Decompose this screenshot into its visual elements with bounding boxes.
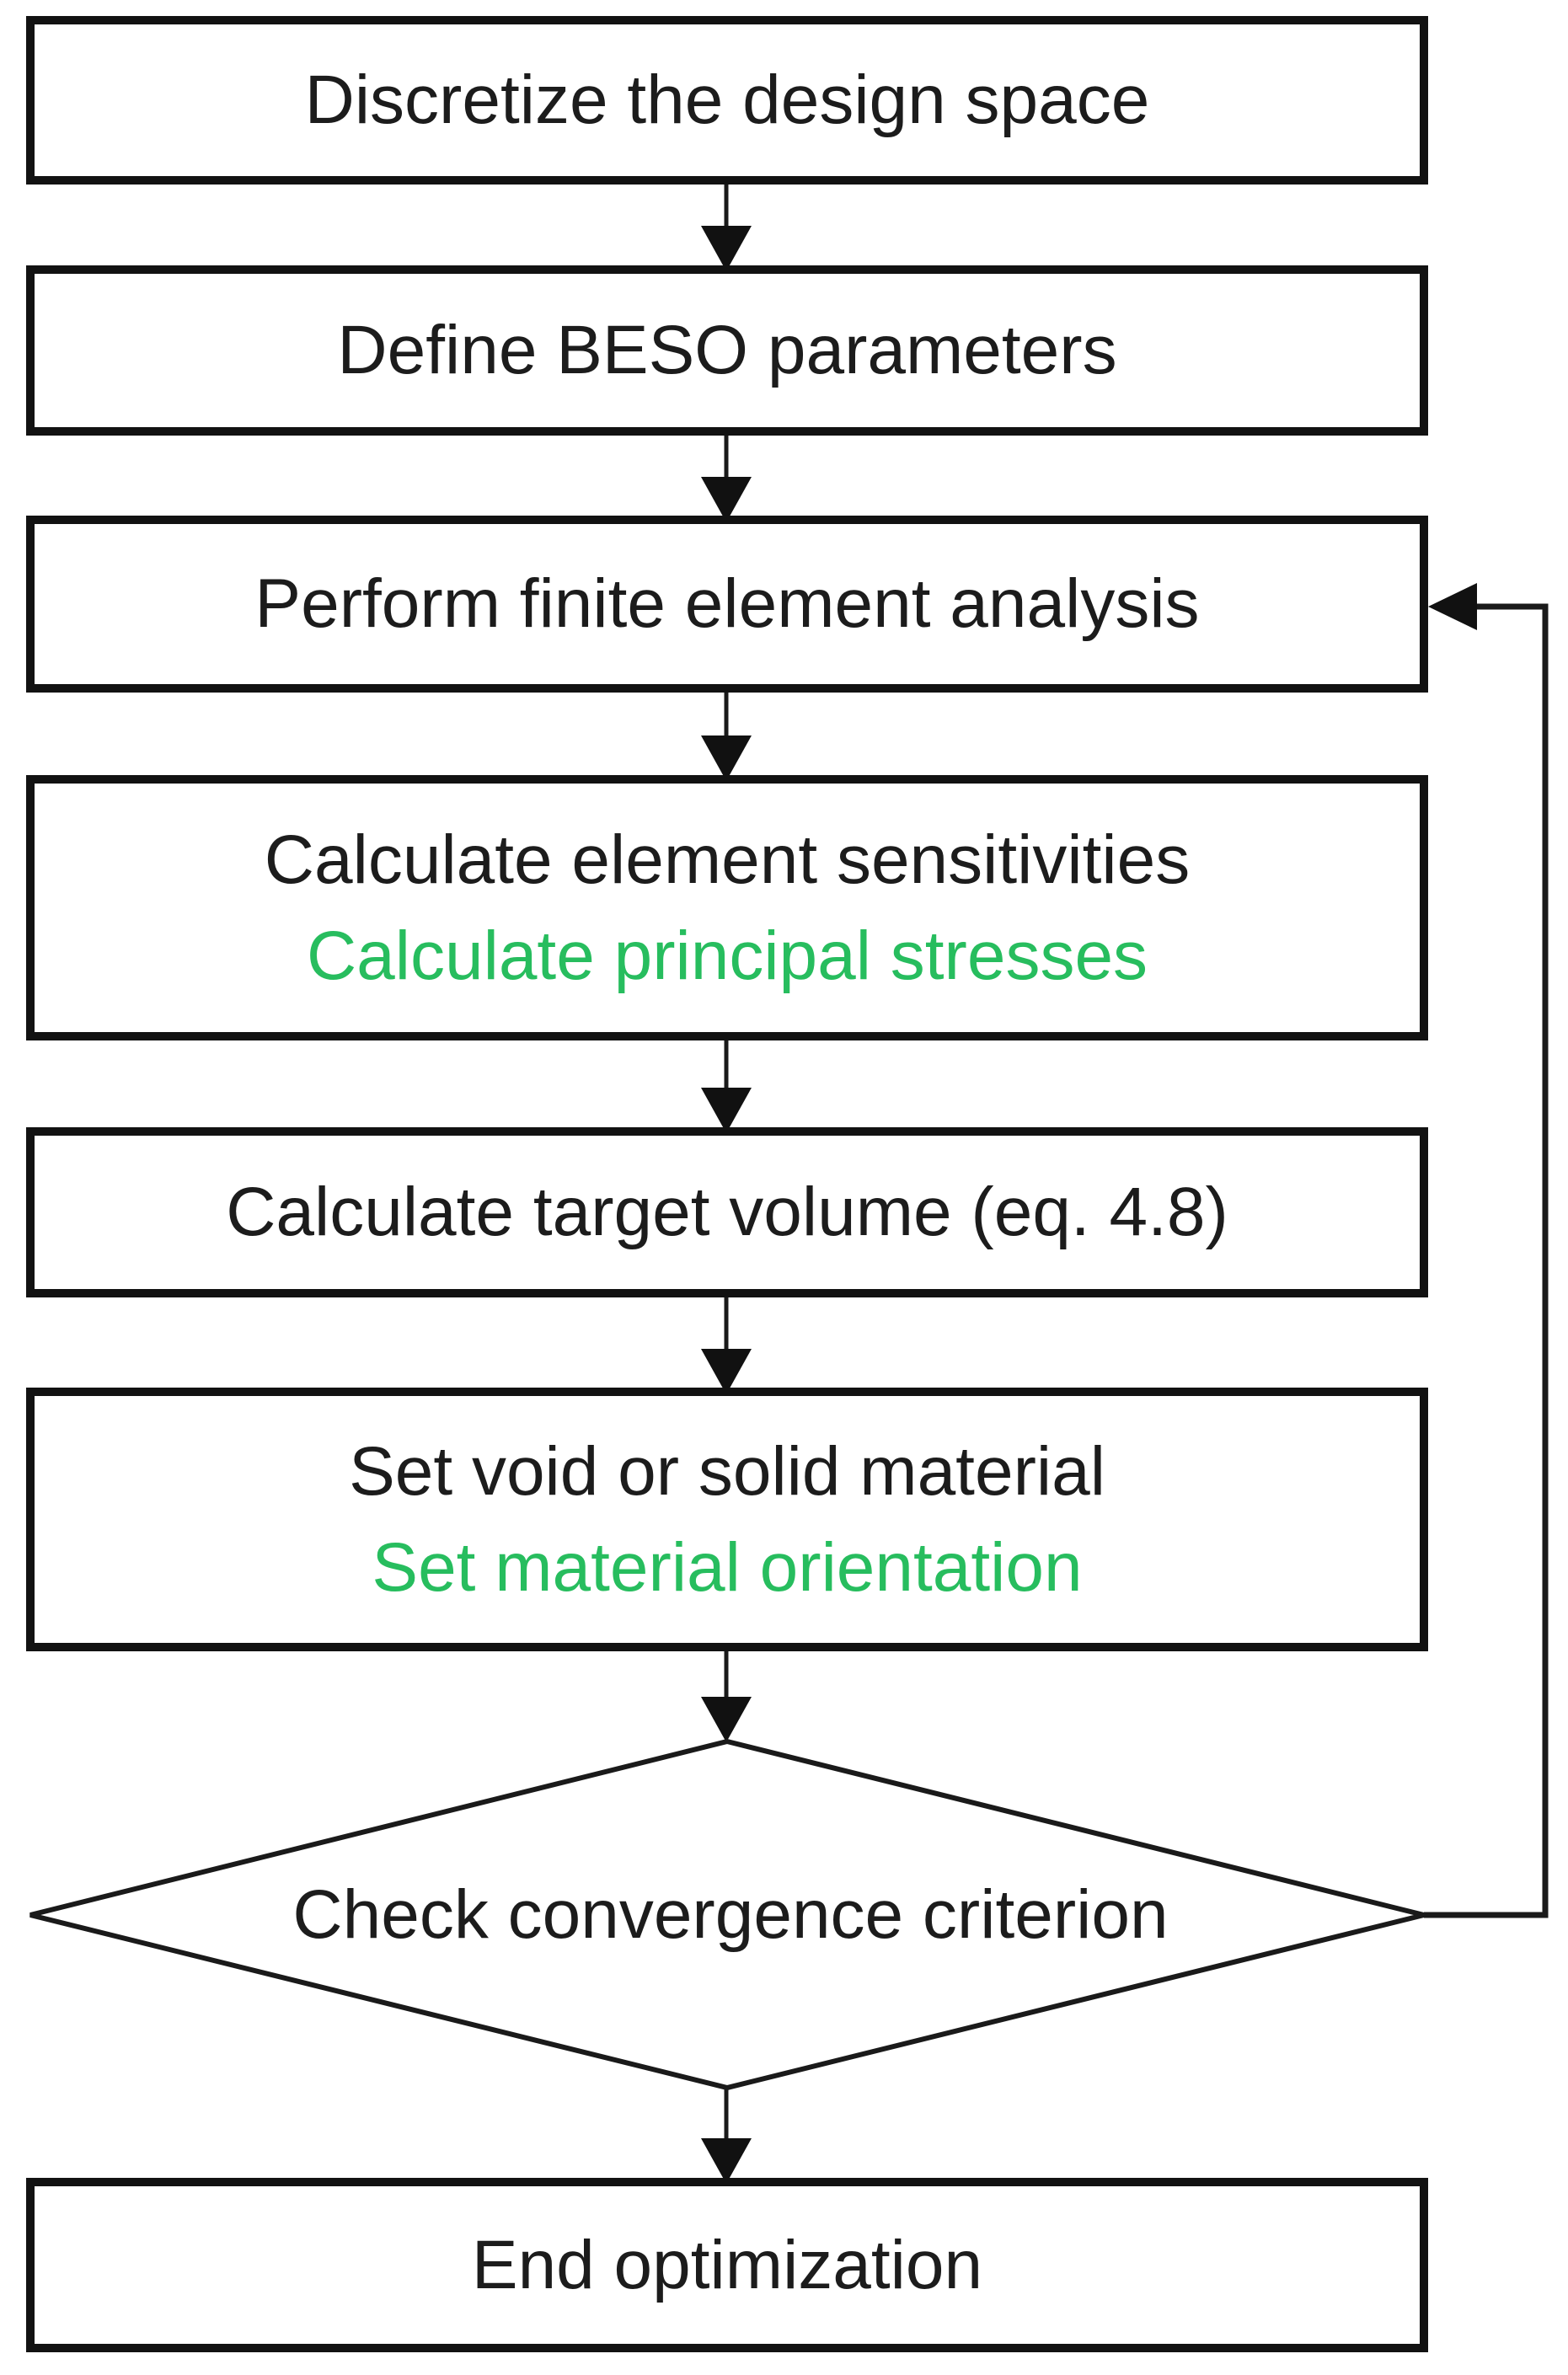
arrow-convergence-to-end <box>701 2088 752 2184</box>
feedback-loop-line <box>1424 583 1549 1918</box>
node-target-volume-label: Calculate target volume (eq. 4.8) <box>226 1174 1228 1250</box>
down-arrowhead-icon <box>701 2138 752 2184</box>
down-arrowhead-icon <box>701 1349 752 1394</box>
node-discretize-label: Discretize the design space <box>304 62 1150 138</box>
feedback-arrowhead-icon <box>1428 583 1477 630</box>
node-set-material-line2: Set material orientation <box>372 1528 1083 1606</box>
down-arrowhead-icon <box>701 1697 752 1742</box>
down-arrowhead-icon <box>701 736 752 781</box>
arrow-sensitivities-to-target-volume <box>701 1036 752 1133</box>
node-end-label: End optimization <box>471 2226 983 2303</box>
node-convergence-label: Check convergence criterion <box>141 1862 1320 1968</box>
node-set-material: Set void or solid material Set material … <box>26 1388 1428 1651</box>
node-sensitivities-line2: Calculate principal stresses <box>306 917 1148 994</box>
node-sensitivities: Calculate element sensitivities Calculat… <box>26 775 1428 1040</box>
arrow-discretize-to-define <box>701 180 752 271</box>
node-fea: Perform finite element analysis <box>26 516 1428 693</box>
node-discretize: Discretize the design space <box>26 16 1428 185</box>
down-arrowhead-icon <box>701 226 752 271</box>
down-arrowhead-icon <box>701 1088 752 1133</box>
node-convergence-text: Check convergence criterion <box>292 1876 1169 1953</box>
arrow-target-volume-to-set-material <box>701 1293 752 1394</box>
node-define-beso-label: Define BESO parameters <box>337 312 1117 388</box>
arrow-define-to-fea <box>701 431 752 522</box>
node-convergence-shape <box>29 1738 1425 2091</box>
node-sensitivities-line1: Calculate element sensitivities <box>264 821 1191 898</box>
node-set-material-line1: Set void or solid material <box>349 1432 1105 1510</box>
node-fea-label: Perform finite element analysis <box>254 565 1200 642</box>
node-target-volume: Calculate target volume (eq. 4.8) <box>26 1127 1428 1297</box>
node-end: End optimization <box>26 2178 1428 2352</box>
arrow-set-material-to-convergence <box>701 1647 752 1742</box>
arrow-fea-to-sensitivities <box>701 688 752 781</box>
node-define-beso: Define BESO parameters <box>26 265 1428 436</box>
down-arrowhead-icon <box>701 477 752 522</box>
